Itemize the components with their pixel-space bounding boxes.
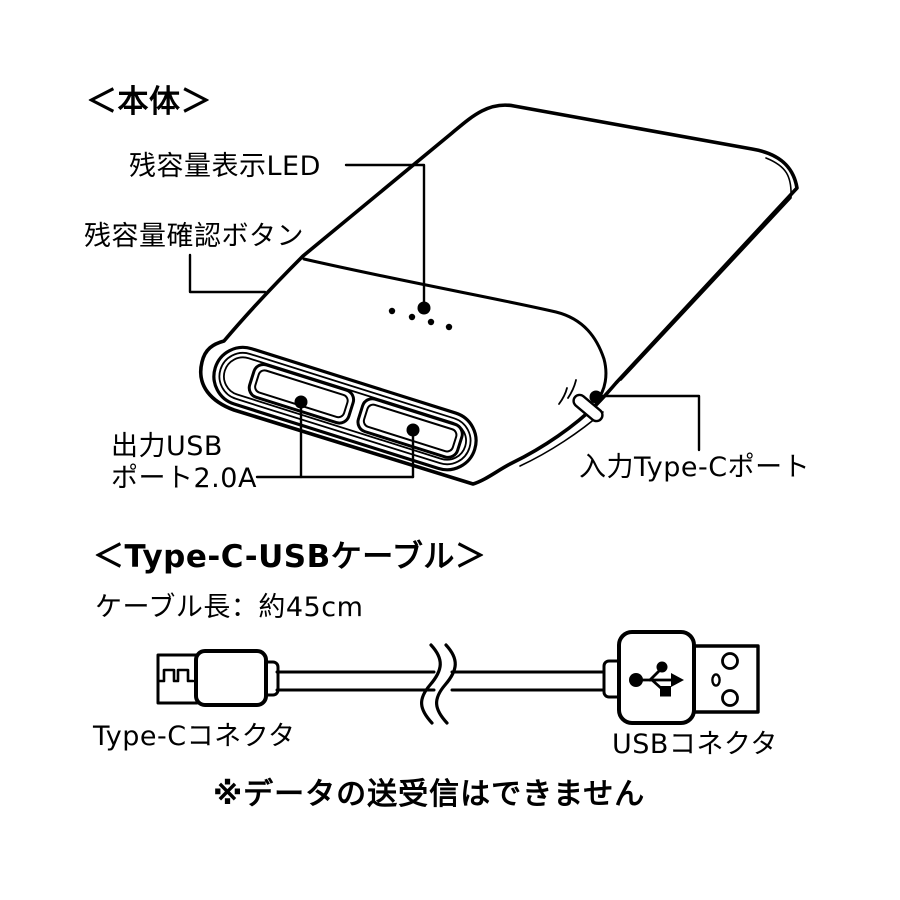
cable-break-symbol — [420, 643, 457, 725]
usb-connector-drawing — [602, 630, 760, 725]
callout-label-output-usb-line1: 出力USB — [111, 431, 223, 462]
front-face-lip-line-2 — [223, 356, 467, 461]
leader-led — [344, 163, 431, 315]
leader-input-typec — [589, 390, 701, 452]
callout-label-check-button: 残容量確認ボタン — [84, 221, 304, 252]
callout-label-input-typec: 入力Type-Cポート — [579, 452, 811, 483]
led-indicator-dots — [388, 307, 453, 331]
body-section-heading: ＜本体＞ — [86, 84, 212, 120]
callout-leaders — [188, 163, 701, 479]
leader-check-button — [188, 253, 267, 294]
typec-port — [558, 379, 604, 423]
cable-line — [275, 670, 609, 692]
usb-trident-icon — [629, 661, 684, 697]
typec-connector-label: Type-Cコネクタ — [93, 721, 296, 752]
callout-label-output-usb: 出力USB ポート2.0A — [111, 431, 257, 495]
top-seam-line — [302, 257, 608, 404]
cable-section-heading: ＜Type-C-USBケーブル＞ — [93, 539, 487, 575]
leader-output-usb — [255, 395, 420, 479]
typec-connector-drawing — [156, 649, 280, 707]
front-face-lip-line-1 — [218, 351, 472, 466]
edge-highlight-right — [620, 157, 792, 381]
usb-connector-label: USBコネクタ — [612, 729, 778, 760]
callout-label-led: 残容量表示LED — [129, 151, 321, 182]
cable-length-text: ケーブル長：約45cm — [95, 592, 364, 623]
callout-label-output-usb-line2: ポート2.0A — [111, 462, 257, 494]
typec-tip-notches — [157, 668, 195, 683]
data-transfer-note: ※データの送受信はできません — [213, 777, 646, 812]
cable-illustration — [156, 630, 760, 725]
